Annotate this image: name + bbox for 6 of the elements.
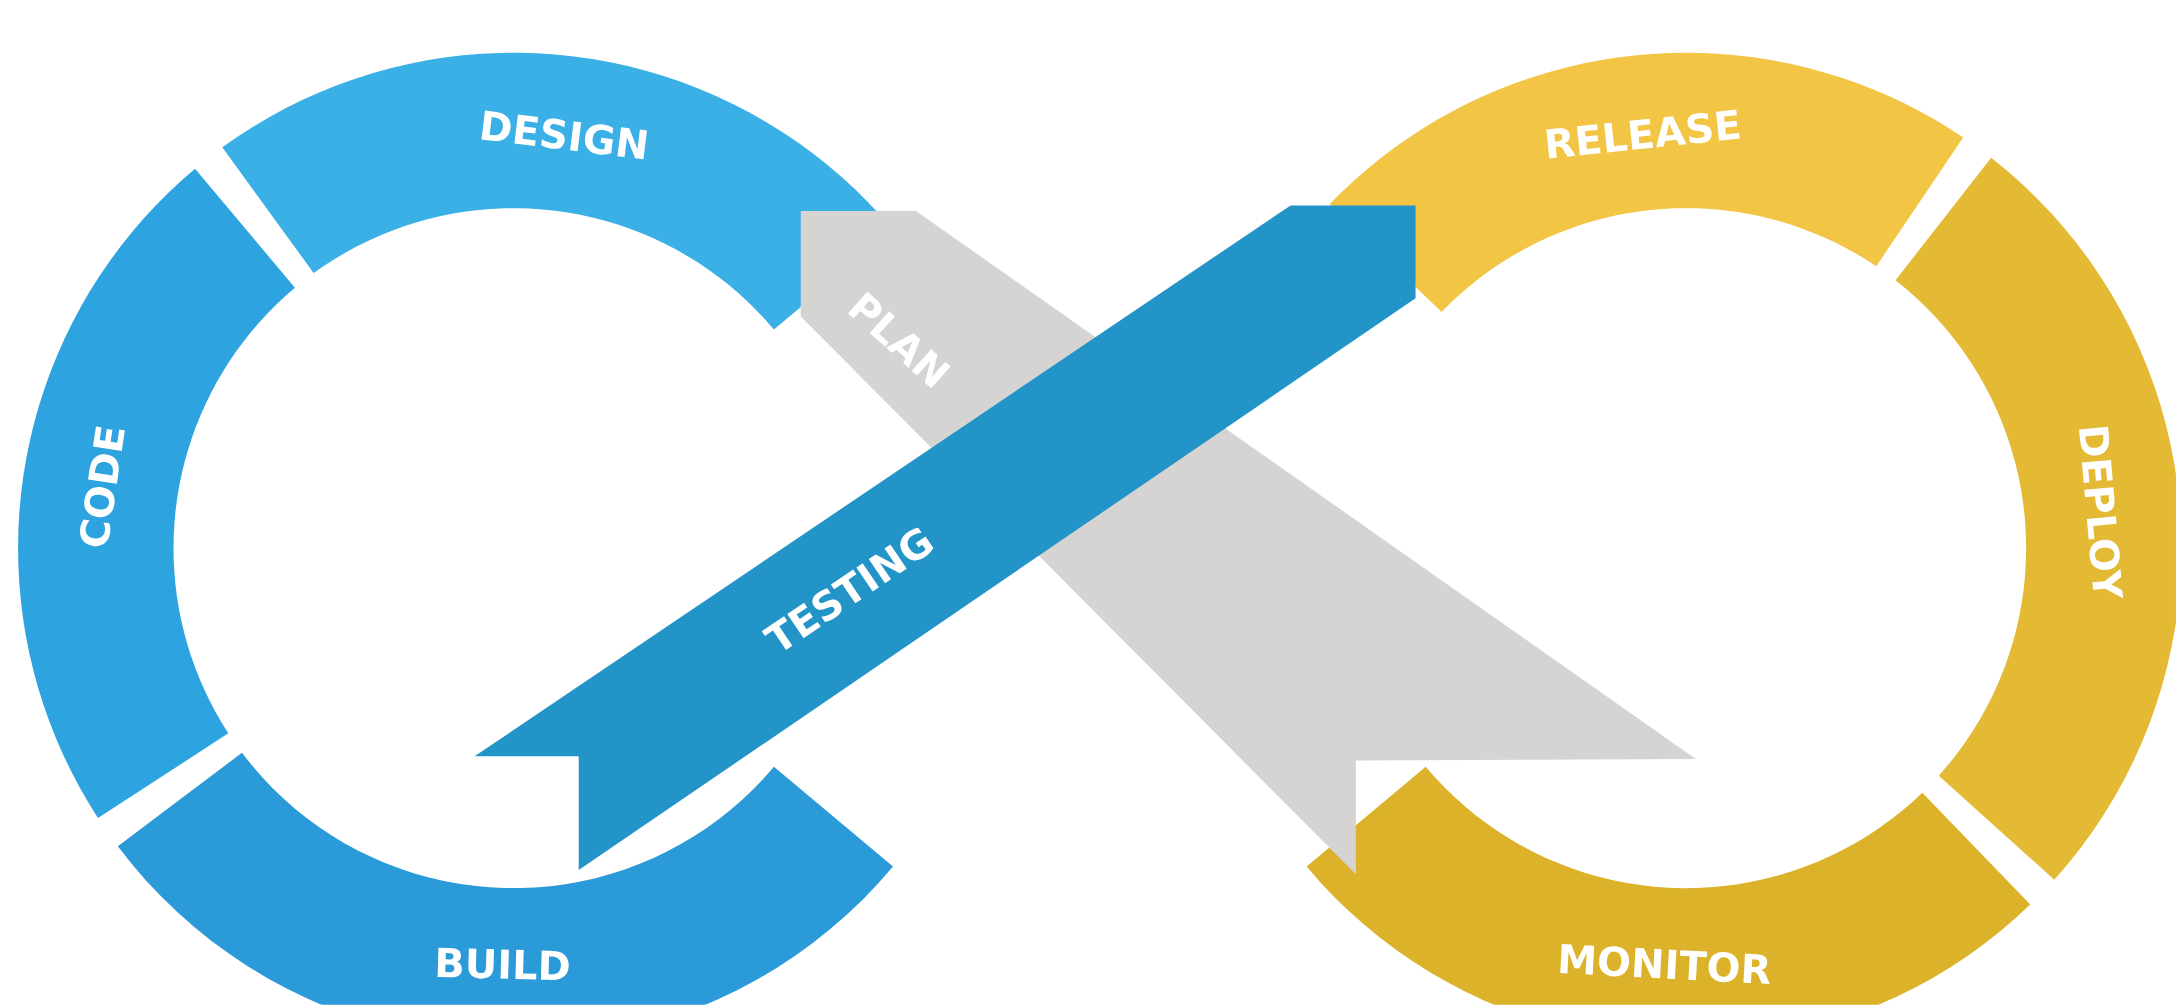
arrow-segment: DEPLOY xyxy=(1895,157,2176,880)
arrow-segment: RELEASE xyxy=(1329,52,1964,313)
arrow-segment: BUILD xyxy=(117,752,893,1005)
arrow-segment: DESIGN xyxy=(222,52,893,330)
arrow-segment: MONITOR xyxy=(1306,766,2031,1005)
arrow-segment: CODE xyxy=(18,168,295,819)
